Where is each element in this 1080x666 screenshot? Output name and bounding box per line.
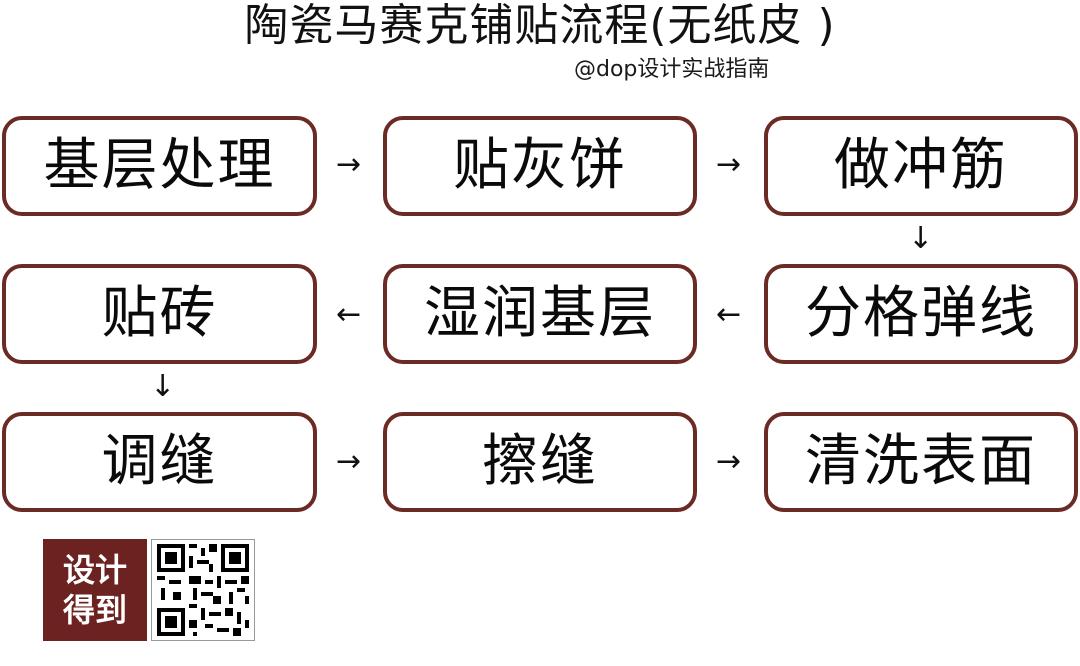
arrow-left-icon: ← xyxy=(716,297,742,332)
step-label: 分格弹线 xyxy=(805,281,1037,346)
step-box-6: 贴砖 xyxy=(2,264,317,364)
arrow-right-icon: → xyxy=(716,147,742,182)
step-box-8: 擦缝 xyxy=(383,412,697,512)
step-box-9: 清洗表面 xyxy=(764,412,1078,512)
logo-line-2: 得到 xyxy=(62,591,127,629)
arrow-right-icon: → xyxy=(716,444,742,479)
arrow-down-icon: ↓ xyxy=(908,221,934,256)
step-label: 基层处理 xyxy=(43,133,276,198)
step-box-2: 贴灰饼 xyxy=(383,116,697,216)
author-credit: @dop设计实战指南 xyxy=(574,57,770,82)
step-box-7: 调缝 xyxy=(2,412,317,512)
step-box-4: 分格弹线 xyxy=(764,264,1078,364)
step-label: 调缝 xyxy=(101,429,218,494)
step-label: 做冲筋 xyxy=(834,133,1008,198)
brand-logo: 设计 得到 xyxy=(43,539,147,641)
arrow-right-icon: → xyxy=(336,444,362,479)
arrow-right-icon: → xyxy=(336,147,362,182)
step-box-3: 做冲筋 xyxy=(764,116,1078,216)
logo-line-1: 设计 xyxy=(62,551,127,589)
arrow-left-icon: ← xyxy=(336,297,362,332)
arrow-down-icon: ↓ xyxy=(150,369,176,404)
step-box-5: 湿润基层 xyxy=(383,264,697,364)
step-label: 清洗表面 xyxy=(805,429,1037,494)
step-label: 贴砖 xyxy=(101,281,218,346)
step-label: 湿润基层 xyxy=(424,281,656,346)
step-label: 贴灰饼 xyxy=(453,133,627,198)
page-title: 陶瓷马赛克铺贴流程(无纸皮 ) xyxy=(244,0,836,51)
qr-code-icon xyxy=(151,539,255,641)
step-label: 擦缝 xyxy=(482,429,598,494)
step-box-1: 基层处理 xyxy=(2,116,317,216)
